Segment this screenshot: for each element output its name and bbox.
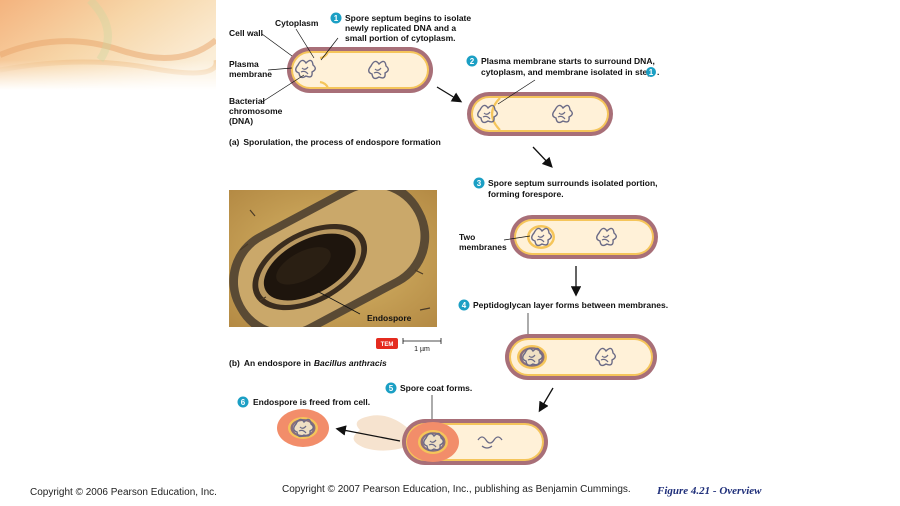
label-plasma: Plasma bbox=[229, 59, 259, 69]
arrow-stage-2-to-3 bbox=[532, 146, 553, 168]
cell-stage-4 bbox=[505, 334, 657, 380]
step-badge bbox=[458, 299, 470, 311]
label-cytoplasm: Cytoplasm bbox=[275, 18, 319, 28]
tem-badge bbox=[376, 338, 398, 349]
svg-text:Spore septum begins to isolate: Spore septum begins to isolate bbox=[345, 13, 471, 23]
cell-stage-1 bbox=[287, 47, 433, 93]
scale-label: 1 µm bbox=[414, 346, 430, 353]
svg-text:4: 4 bbox=[462, 301, 467, 310]
svg-text:Plasma membrane starts to surr: Plasma membrane starts to surround DNA, bbox=[481, 56, 655, 66]
svg-text:Spore coat forms.: Spore coat forms. bbox=[400, 383, 472, 393]
svg-text:1: 1 bbox=[649, 68, 654, 77]
scale-bar bbox=[402, 338, 442, 344]
step-badge bbox=[330, 12, 342, 24]
footer-copyright-center: Copyright © 2007 Pearson Education, Inc.… bbox=[282, 484, 631, 495]
step-badge bbox=[473, 177, 485, 189]
svg-text:newly replicated DNA and a: newly replicated DNA and a bbox=[345, 23, 456, 33]
tem-micrograph bbox=[229, 190, 437, 327]
step-badge bbox=[237, 396, 249, 408]
arrow-stage-5-to-6 bbox=[335, 425, 401, 442]
label-dna: (DNA) bbox=[229, 116, 253, 126]
svg-text:6: 6 bbox=[241, 398, 246, 407]
step-badge bbox=[466, 55, 478, 67]
step-1: 1 Spore septum begins to isolate newly r… bbox=[330, 12, 471, 43]
degraded-dna-icon bbox=[477, 436, 503, 449]
svg-text:small portion of cytoplasm.: small portion of cytoplasm. bbox=[345, 33, 456, 43]
cell-stage-3 bbox=[510, 215, 658, 259]
caption-a: (a)Sporulation, the process of endospore… bbox=[229, 137, 441, 147]
label-endospore: Endospore bbox=[367, 313, 412, 323]
step-5: 5 Spore coat forms. bbox=[385, 382, 472, 428]
cell-stage-5 bbox=[353, 415, 548, 465]
step-ref-badge bbox=[646, 67, 656, 77]
arrow-stage-1-to-2 bbox=[436, 86, 463, 103]
svg-text:5: 5 bbox=[389, 384, 394, 393]
label-membranes: membranes bbox=[459, 242, 507, 252]
label-cell-wall: Cell wall bbox=[229, 28, 263, 38]
label-chromosome: chromosome bbox=[229, 106, 283, 116]
svg-text:cytoplasm, and membrane isolat: cytoplasm, and membrane isolated in step bbox=[481, 67, 652, 77]
slide-corner-decoration bbox=[0, 0, 216, 90]
svg-text:Endospore is freed from cell.: Endospore is freed from cell. bbox=[253, 397, 370, 407]
footer-copyright-left: Copyright © 2006 Pearson Education, Inc.… bbox=[30, 487, 217, 498]
svg-text:3: 3 bbox=[477, 179, 482, 188]
label-bacterial: Bacterial bbox=[229, 96, 265, 106]
svg-text:.: . bbox=[657, 67, 659, 77]
figure-reference: Figure 4.21 - Overview bbox=[657, 485, 762, 497]
endospore-formation-diagram: Cell wall Cytoplasm Plasma membrane Bact… bbox=[229, 12, 668, 465]
cell-stage-2 bbox=[467, 79, 613, 136]
svg-text:forming forespore.: forming forespore. bbox=[488, 189, 564, 199]
label-membrane: membrane bbox=[229, 69, 272, 79]
arrow-stage-4-to-5 bbox=[538, 387, 554, 413]
svg-text:1: 1 bbox=[334, 14, 339, 23]
svg-text:TEM: TEM bbox=[381, 342, 394, 348]
svg-text:Spore septum surrounds isolate: Spore septum surrounds isolated portion, bbox=[488, 178, 658, 188]
label-two: Two bbox=[459, 232, 475, 242]
step-badge bbox=[385, 382, 397, 394]
svg-text:Peptidoglycan layer forms betw: Peptidoglycan layer forms between membra… bbox=[473, 300, 668, 310]
step-2: 2 Plasma membrane starts to surround DNA… bbox=[466, 55, 659, 77]
svg-text:2: 2 bbox=[470, 57, 475, 66]
step-3: 3 Spore septum surrounds isolated portio… bbox=[473, 177, 658, 199]
free-endospore bbox=[277, 409, 329, 447]
